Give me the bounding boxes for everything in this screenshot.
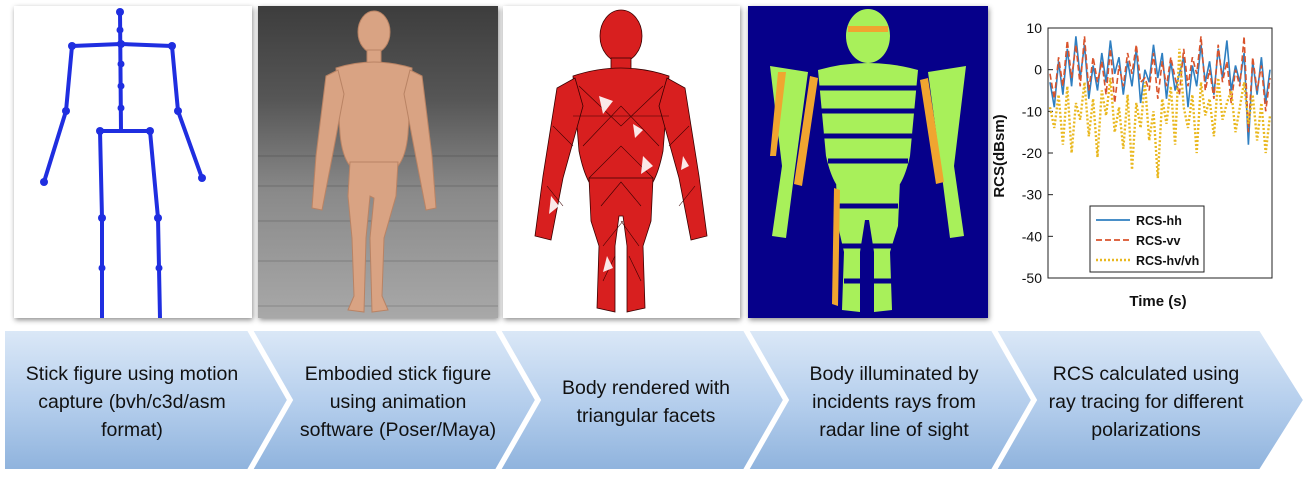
y-tick-label: -40	[1022, 228, 1042, 244]
legend-label-1: RCS-hh	[1136, 214, 1182, 228]
y-tick-label: -50	[1022, 270, 1042, 286]
mesh-figure-graphic	[503, 6, 740, 318]
radar-illumination-graphic	[748, 6, 988, 318]
stick-figure-graphic	[14, 6, 252, 318]
y-tick-label: 10	[1026, 20, 1042, 36]
step-4-label: Body illuminated by incidents rays from …	[794, 338, 994, 466]
chart-x-axis-label: Time (s)	[1129, 293, 1186, 310]
embodied-figure-panel	[258, 6, 498, 318]
rcs-chart-svg: 10 0 -10 -20 -30 -40 -50 RCS(dBsm) Time (s) RC…	[990, 6, 1309, 318]
step-2-label: Embodied stick figure using animation so…	[298, 338, 498, 466]
mesh-figure-panel	[503, 6, 740, 318]
rcs-chart: 10 0 -10 -20 -30 -40 -50 RCS(dBsm) Time (s) RC…	[990, 6, 1309, 318]
y-tick-label: 0	[1034, 62, 1042, 78]
y-tick-label: -30	[1022, 187, 1042, 203]
step-5-label: RCS calculated using ray tracing for dif…	[1042, 338, 1250, 466]
embodied-figure-graphic	[258, 6, 498, 318]
legend-label-2: RCS-vv	[1136, 234, 1181, 248]
step-1-label: Stick figure using motion capture (bvh/c…	[12, 338, 252, 466]
stick-figure-panel	[14, 6, 252, 318]
y-tick-label: -20	[1022, 145, 1042, 161]
radar-illumination-panel	[748, 6, 988, 318]
chart-y-axis-label: RCS(dBsm)	[991, 114, 1008, 197]
y-tick-label: -10	[1022, 103, 1042, 119]
step-3-label: Body rendered with triangular facets	[548, 338, 744, 466]
legend-label-3: RCS-hv/vh	[1136, 254, 1199, 268]
